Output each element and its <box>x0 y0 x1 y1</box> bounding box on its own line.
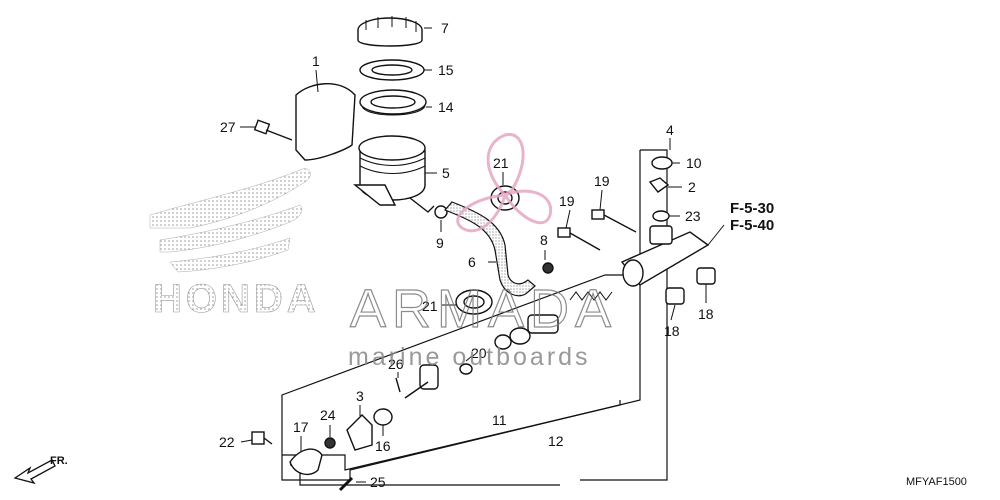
hose-clip-icon <box>434 205 448 219</box>
callout-24: 24 <box>320 407 336 423</box>
clevis-bolt-icon <box>251 431 273 445</box>
callout-15: 15 <box>438 62 454 78</box>
push-rod-icon <box>404 364 439 399</box>
snap-ring-icon <box>459 363 473 375</box>
mounting-nut-icon <box>542 262 554 274</box>
callout-12: 12 <box>548 433 564 449</box>
callout-14: 14 <box>438 99 454 115</box>
callout-20: 20 <box>471 345 487 361</box>
callout-26: 26 <box>388 356 404 372</box>
callout-27: 27 <box>220 119 236 135</box>
callout-19-right: 19 <box>594 173 610 189</box>
honda-wing-icon <box>149 168 311 273</box>
callout-11: 11 <box>492 412 507 428</box>
callout-16: 16 <box>375 438 391 454</box>
lock-nut-icon <box>324 437 336 449</box>
master-cylinder-body-icon <box>620 225 710 287</box>
callout-17: 17 <box>293 419 309 435</box>
callout-5: 5 <box>442 165 450 181</box>
callout-4: 4 <box>666 122 674 138</box>
hose-clamp-bottom-icon <box>455 289 493 315</box>
callout-8: 8 <box>540 232 548 248</box>
section-ref-f-5-30: F-5-30 <box>730 200 774 217</box>
callout-22: 22 <box>219 434 235 450</box>
reservoir-cap-icon <box>357 16 423 47</box>
callout-9: 9 <box>436 235 444 251</box>
front-arrow-icon <box>13 459 56 485</box>
clevis-icon <box>289 448 323 476</box>
callout-25: 25 <box>370 474 386 490</box>
spring-icon <box>569 291 613 301</box>
callout-2: 2 <box>688 179 696 195</box>
piston-seal-icon <box>494 314 559 350</box>
diagram-code: MFYAF1500 <box>906 476 967 488</box>
callout-18-left: 18 <box>664 323 680 339</box>
reservoir-hose-icon <box>443 201 536 297</box>
circlip-icon <box>373 408 393 426</box>
front-label: FR. <box>50 455 68 467</box>
mounting-bolt-icon <box>557 209 637 251</box>
cotter-pin-icon <box>338 476 354 492</box>
collar-icon-2 <box>696 267 716 285</box>
callout-10: 10 <box>686 155 702 171</box>
honda-logo: HONDA <box>149 168 320 321</box>
honda-wordmark: HONDA <box>153 277 320 321</box>
callout-19-left: 19 <box>559 193 575 209</box>
hose-joint-icon <box>648 177 670 193</box>
callout-18-right: 18 <box>698 306 714 322</box>
cover-bolt-icon <box>253 119 293 141</box>
callout-7: 7 <box>441 20 449 36</box>
callout-21-bottom: 21 <box>422 298 438 314</box>
watermark-subtitle: marine outboards <box>348 343 591 371</box>
watermark-title: ARMADA <box>350 279 617 339</box>
o-ring-icon <box>652 210 670 222</box>
reservoir-plate-icon <box>359 59 425 81</box>
section-references: F-5-30 F-5-40 <box>730 200 774 234</box>
callout-3: 3 <box>356 388 364 404</box>
callout-21-top: 21 <box>493 155 509 171</box>
diaphragm-icon <box>359 89 427 116</box>
parts <box>251 16 716 492</box>
section-ref-f-5-40: F-5-40 <box>730 217 774 234</box>
callout-numbers: 7 15 14 5 1 27 9 6 21 21 8 19 19 4 10 2 … <box>219 20 714 490</box>
callout-1: 1 <box>312 53 320 69</box>
pin-icon <box>395 377 401 393</box>
front-indicator: FR. <box>13 455 68 485</box>
callout-6: 6 <box>468 254 476 270</box>
boot-cap-icon <box>651 156 673 170</box>
push-rod-joint-icon <box>346 414 373 451</box>
reservoir-icon <box>353 135 435 213</box>
collar-icon <box>665 287 685 305</box>
callout-23: 23 <box>685 208 701 224</box>
watermark: ARMADA marine outboards <box>348 133 617 371</box>
reservoir-cover-icon <box>295 83 356 161</box>
leader-lines <box>240 27 725 483</box>
watermark-propeller-icon <box>456 133 553 233</box>
